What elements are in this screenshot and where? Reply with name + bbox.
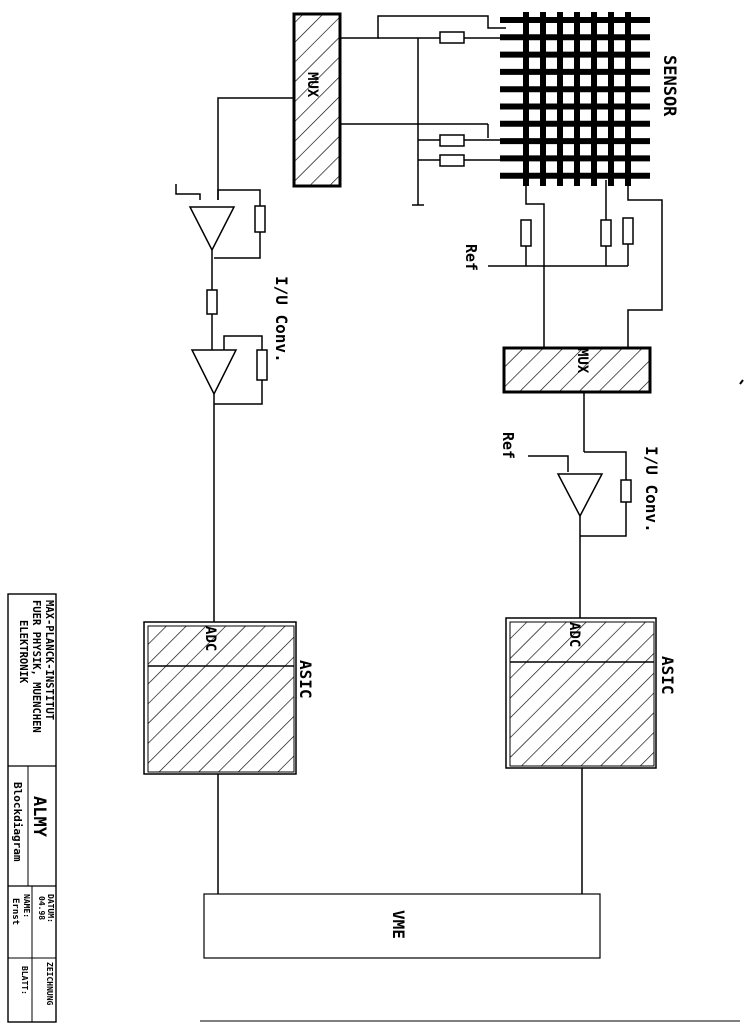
zeichnung-label: ZEICHNUNG [45, 962, 54, 1006]
name-value: Ernst [10, 898, 20, 925]
asic-left: ADC [143, 621, 297, 775]
resistor [520, 219, 532, 247]
institute-line-2: FUER PHYSIK, MUENCHEN [30, 600, 42, 733]
resistor [622, 217, 634, 245]
amplifier [188, 206, 236, 252]
sensor-label: SENSOR [659, 55, 679, 117]
amplifier [556, 473, 604, 518]
mux-top-label: MUX [304, 72, 320, 98]
resistor [439, 134, 465, 147]
vme-label: VME [389, 910, 408, 939]
sensor-column-wires [488, 180, 663, 348]
project-name: ALMY [29, 796, 49, 838]
vme-bus-wires [217, 768, 583, 894]
amplifier [190, 349, 238, 396]
adc-label-left: ADC [202, 626, 218, 651]
asic-right: ADC [505, 617, 657, 769]
vme-block: VME [203, 893, 601, 959]
asic-label-right: ASIC [658, 656, 677, 695]
resistor [439, 31, 465, 44]
resistor [206, 289, 218, 315]
resistor [600, 219, 612, 247]
mux-bottom: MUX [502, 346, 652, 394]
mux-bottom-label: MUX [574, 348, 590, 374]
datum-label: DATUM: [46, 894, 55, 923]
adc-label-right: ADC [566, 622, 582, 647]
datum-value: 04.98 [37, 896, 46, 920]
iu-conv-label-left: I/U Conv. [272, 276, 291, 363]
sensor-grid [500, 12, 650, 186]
mux-top: MUX [292, 12, 342, 188]
right-channel [528, 392, 632, 618]
resistor [439, 154, 465, 167]
left-channel [175, 97, 294, 622]
sensor-row-wires [340, 15, 506, 206]
resistor [620, 479, 632, 503]
title-block: MAX-PLANCK-INSTITUT FUER PHYSIK, MUENCHE… [7, 593, 57, 1023]
iu-conv-label-right: I/U Conv. [642, 446, 661, 533]
ref-label-bottom: Ref [499, 432, 517, 459]
blatt-label: BLATT: [20, 966, 29, 995]
drawing-title: Blockdiagram [11, 782, 24, 862]
institute-line-3: ELEKTRONIK [17, 620, 29, 684]
ref-label-top: Ref [462, 244, 480, 271]
institute-line-1: MAX-PLANCK-INSTITUT [43, 600, 55, 720]
resistor [254, 205, 266, 233]
asic-label-left: ASIC [296, 660, 315, 699]
name-label: NAME: [22, 894, 31, 918]
resistor [256, 349, 268, 381]
